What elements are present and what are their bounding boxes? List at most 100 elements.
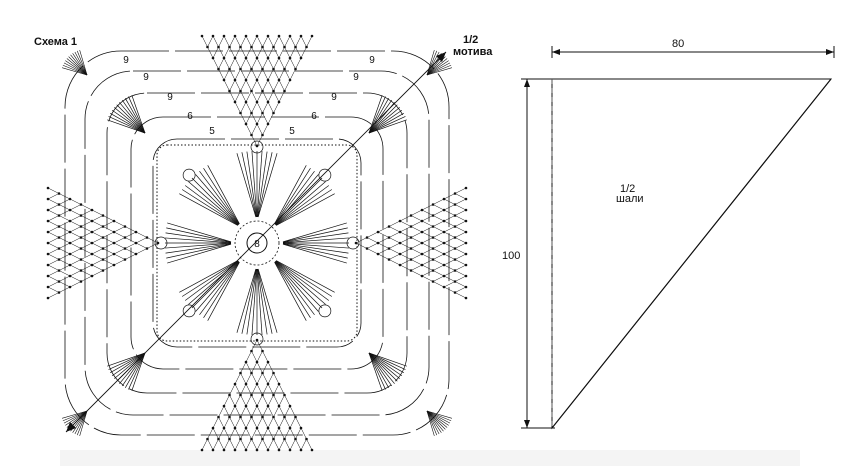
top-triangle-mesh bbox=[251, 57, 258, 70]
right-triangle-mesh bbox=[432, 220, 445, 227]
right-triangle-mesh bbox=[410, 270, 423, 277]
petal-stitch bbox=[275, 181, 326, 226]
left-triangle-mesh bbox=[69, 209, 82, 216]
top-triangle-dot bbox=[277, 34, 281, 38]
top-triangle-mesh bbox=[262, 35, 269, 48]
outer-corner-fan-3 bbox=[426, 410, 453, 419]
left-triangle-mesh bbox=[91, 270, 104, 277]
petal-stitch bbox=[274, 165, 307, 224]
top-triangle-dot bbox=[255, 34, 259, 38]
left-triangle-mesh bbox=[58, 286, 71, 293]
petal-stitch bbox=[207, 262, 240, 321]
outer-corner-fan-3 bbox=[426, 410, 444, 432]
petal-tip bbox=[250, 140, 264, 154]
bottom-triangle-mesh bbox=[267, 383, 274, 396]
right-triangle-mesh bbox=[432, 264, 445, 271]
top-triangle-dot bbox=[222, 34, 226, 38]
left-triangle-mesh bbox=[58, 275, 71, 282]
top-triangle-mesh bbox=[273, 68, 280, 81]
top-triangle-dot bbox=[200, 34, 204, 38]
top-triangle-mesh bbox=[251, 46, 258, 59]
bottom-triangle-mesh bbox=[262, 416, 269, 429]
right-triangle-mesh bbox=[410, 215, 423, 222]
petal-stitch bbox=[188, 181, 239, 226]
right-triangle-mesh bbox=[421, 259, 434, 266]
right-triangle-mesh bbox=[388, 248, 401, 255]
petal-stitch bbox=[165, 237, 232, 244]
right-triangle-mesh bbox=[443, 231, 456, 238]
left-triangle-mesh bbox=[47, 275, 60, 282]
bottom-triangle-dot bbox=[310, 448, 314, 452]
bottom-triangle-mesh bbox=[273, 394, 280, 407]
left-triangle-mesh bbox=[47, 248, 60, 255]
top-triangle-mesh bbox=[218, 68, 225, 81]
left-triangle-mesh bbox=[47, 193, 60, 200]
bottom-triangle-mesh bbox=[245, 372, 252, 385]
right-triangle-mesh bbox=[432, 259, 445, 266]
right-triangle-mesh bbox=[377, 248, 390, 255]
left-triangle-mesh bbox=[58, 209, 71, 216]
right-triangle-mesh bbox=[432, 253, 445, 260]
right-triangle-mesh bbox=[421, 209, 434, 216]
petal-stitch bbox=[251, 151, 258, 218]
outer-corner-fan-3 bbox=[426, 410, 446, 430]
top-triangle-mesh bbox=[295, 46, 302, 59]
corner-fan-2 bbox=[368, 112, 404, 134]
left-triangle-mesh bbox=[58, 204, 71, 211]
left-triangle-mesh bbox=[102, 231, 115, 238]
bottom-triangle-mesh bbox=[267, 427, 274, 440]
corner-fan-1 bbox=[124, 98, 146, 134]
right-triangle-mesh bbox=[355, 242, 368, 249]
outer-corner-fan-2 bbox=[426, 67, 453, 76]
left-triangle-mesh bbox=[58, 259, 71, 266]
top-triangle-dot bbox=[233, 34, 237, 38]
chart-title: Схема 1 bbox=[34, 36, 78, 48]
right-triangle-mesh bbox=[388, 237, 401, 244]
bottom-triangle-mesh bbox=[273, 383, 280, 396]
right-triangle-mesh bbox=[454, 259, 467, 266]
left-triangle-mesh bbox=[102, 226, 115, 233]
bottom-triangle-dot bbox=[266, 448, 270, 452]
corner-fan-2 bbox=[368, 96, 386, 134]
top-triangle-mesh bbox=[262, 46, 269, 59]
right-triangle-mesh bbox=[421, 275, 434, 282]
shawl-diagonal-edge bbox=[551, 78, 832, 429]
right-triangle-mesh bbox=[388, 231, 401, 238]
bottom-triangle-mesh bbox=[251, 350, 258, 363]
left-triangle-mesh bbox=[69, 275, 82, 282]
corner-fan-3 bbox=[368, 352, 393, 387]
bottom-triangle-mesh bbox=[278, 405, 285, 418]
petal-tip bbox=[250, 332, 264, 346]
top-triangle-mesh bbox=[251, 123, 258, 136]
left-triangle-mesh bbox=[58, 215, 71, 222]
left-triangle-mesh bbox=[69, 242, 82, 249]
bottom-triangle-mesh bbox=[212, 416, 219, 429]
right-triangle-mesh bbox=[421, 248, 434, 255]
right-triangle-mesh bbox=[432, 242, 445, 249]
bottom-triangle-mesh bbox=[262, 372, 269, 385]
left-triangle-mesh bbox=[91, 215, 104, 222]
bottom-triangle-mesh bbox=[256, 438, 263, 451]
corner-fan-1 bbox=[131, 95, 146, 134]
corner-fan-3 bbox=[368, 352, 395, 384]
left-triangle-mesh bbox=[69, 248, 82, 255]
left-triangle-mesh bbox=[58, 198, 71, 205]
left-triangle-mesh bbox=[47, 220, 60, 227]
petal-stitch bbox=[276, 260, 335, 293]
bottom-triangle-mesh bbox=[256, 416, 263, 429]
top-triangle-mesh bbox=[245, 46, 252, 59]
bottom-triangle-mesh bbox=[234, 383, 241, 396]
bottom-triangle-mesh bbox=[251, 416, 258, 429]
ring-number: 5 bbox=[289, 126, 295, 137]
top-triangle-mesh bbox=[267, 46, 274, 59]
top-triangle-mesh bbox=[256, 46, 263, 59]
petal-stitch bbox=[166, 243, 232, 259]
left-triangle-dot bbox=[46, 186, 50, 190]
right-triangle-mesh bbox=[421, 270, 434, 277]
outer-corner-fan-2 bbox=[426, 50, 438, 76]
right-triangle-mesh bbox=[421, 215, 434, 222]
top-triangle-mesh bbox=[289, 57, 296, 70]
bottom-band bbox=[60, 450, 800, 466]
left-triangle-mesh bbox=[47, 215, 60, 222]
